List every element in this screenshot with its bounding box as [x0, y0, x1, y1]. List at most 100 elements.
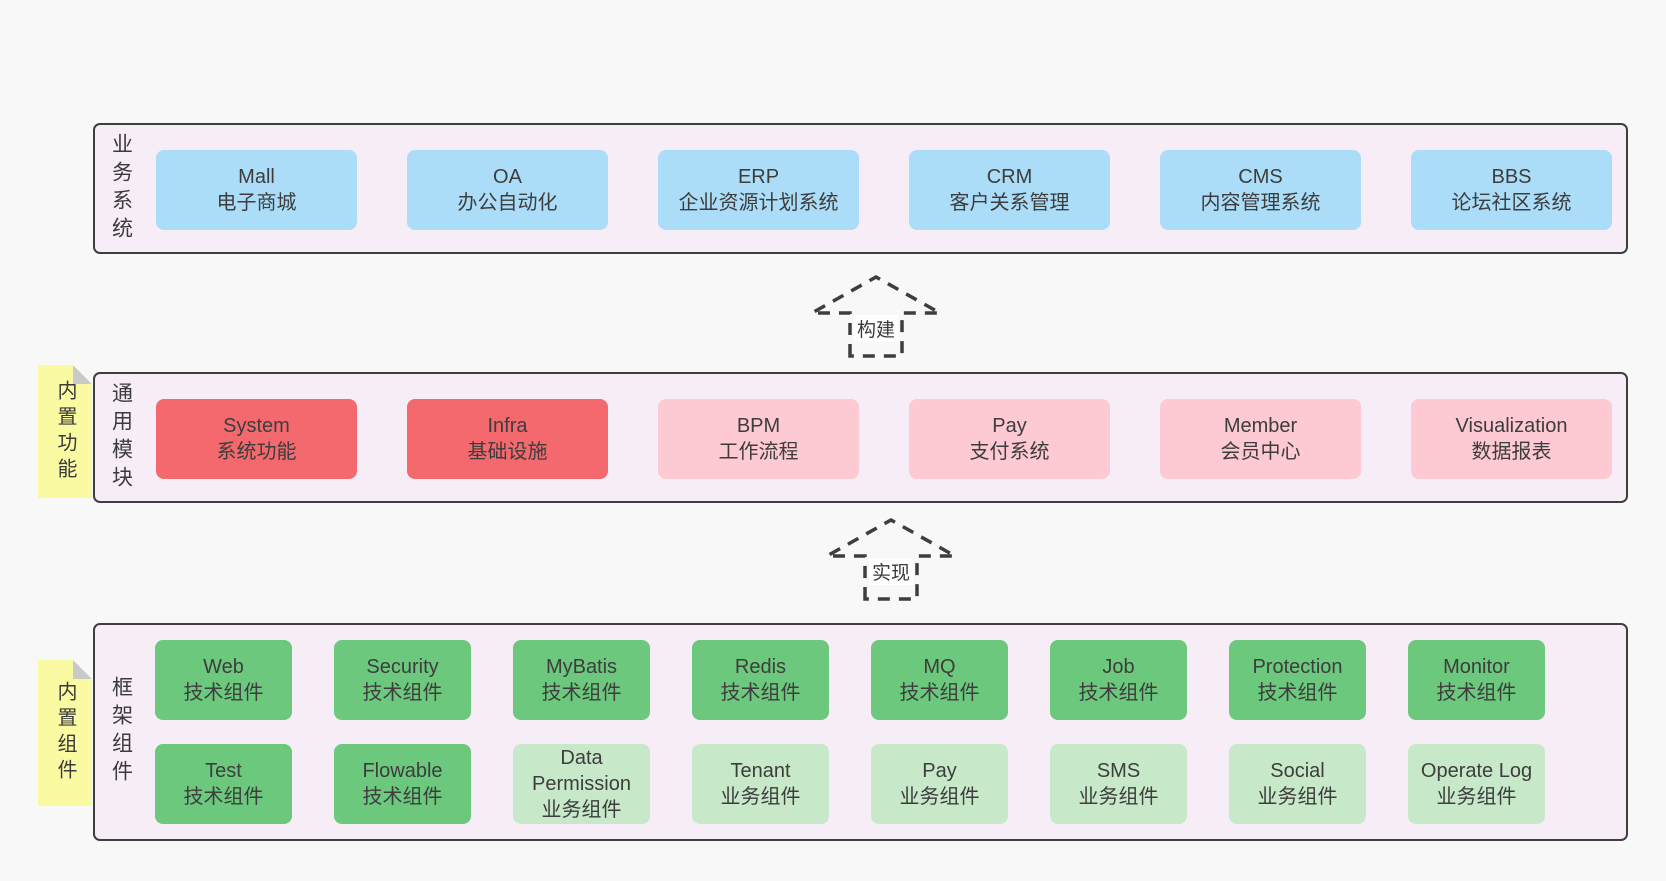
components-row-2: Test 技术组件 Flowable 技术组件 Data Permission …: [155, 744, 1545, 824]
box-desc: 业务组件: [1257, 786, 1338, 808]
box-desc: 技术组件: [720, 682, 801, 704]
box-name: MyBatis: [545, 656, 618, 678]
box-name: Security: [366, 656, 439, 678]
box-name: BBS: [1491, 166, 1532, 188]
box-name: Visualization: [1455, 415, 1568, 437]
box-name: Job: [1102, 656, 1135, 678]
box-name: Protection: [1252, 656, 1343, 678]
box-desc: 业务组件: [541, 799, 622, 821]
box-oa: OA 办公自动化: [407, 150, 608, 230]
box-name: Social: [1270, 760, 1325, 782]
box-name: Redis: [734, 656, 787, 678]
box-name: MQ: [923, 656, 956, 678]
box-name: Monitor: [1443, 656, 1510, 678]
box-desc: 电子商城: [216, 192, 297, 214]
box-mall: Mall 电子商城: [156, 150, 357, 230]
box-monitor: Monitor 技术组件: [1408, 640, 1545, 720]
implement-arrow: 实现: [815, 514, 967, 604]
box-name: CRM: [986, 166, 1033, 188]
box-test: Test 技术组件: [155, 744, 292, 824]
box-name: System: [223, 415, 290, 437]
box-desc: 技术组件: [183, 786, 264, 808]
box-bpm: BPM 工作流程: [658, 399, 859, 479]
framework-components-panel: 框架组件 Web 技术组件 Security 技术组件 MyBatis 技术组件…: [93, 623, 1628, 841]
box-name: CMS: [1238, 166, 1283, 188]
box-name: SMS: [1096, 760, 1141, 782]
box-desc: 技术组件: [1436, 682, 1517, 704]
box-desc: 论坛社区系统: [1451, 192, 1572, 214]
folded-corner: [73, 660, 92, 679]
box-name: Data Permission: [532, 747, 631, 795]
box-social: Social 业务组件: [1229, 744, 1366, 824]
box-name: Web: [203, 656, 244, 678]
box-desc: 技术组件: [1257, 682, 1338, 704]
components-panel-label: 框架组件: [109, 676, 133, 788]
box-name: Pay: [922, 760, 957, 782]
business-systems-panel: 业务系统 Mall 电子商城 OA 办公自动化 ERP 企业资源计划系统 CRM…: [93, 123, 1628, 254]
box-desc: 业务组件: [720, 786, 801, 808]
box-name: ERP: [737, 166, 780, 188]
box-desc: 业务组件: [899, 786, 980, 808]
business-boxes-row: Mall 电子商城 OA 办公自动化 ERP 企业资源计划系统 CRM 客户关系…: [156, 150, 1612, 230]
box-desc: 工作流程: [718, 441, 799, 463]
box-name: OA: [493, 166, 522, 188]
box-erp: ERP 企业资源计划系统: [658, 150, 859, 230]
box-tenant: Tenant 业务组件: [692, 744, 829, 824]
dashed-up-arrow-icon: [820, 517, 962, 601]
box-desc: 技术组件: [362, 786, 443, 808]
box-desc: 业务组件: [1078, 786, 1159, 808]
box-name: Tenant: [730, 760, 791, 782]
implement-arrow-label: 实现: [868, 558, 914, 585]
sticky-label: 内置组件: [54, 681, 76, 785]
box-job: Job 技术组件: [1050, 640, 1187, 720]
box-desc: 企业资源计划系统: [678, 192, 839, 214]
box-security: Security 技术组件: [334, 640, 471, 720]
folded-corner: [73, 365, 92, 384]
box-name: Test: [205, 760, 242, 782]
box-bbs: BBS 论坛社区系统: [1411, 150, 1612, 230]
box-sms: SMS 业务组件: [1050, 744, 1187, 824]
box-protection: Protection 技术组件: [1229, 640, 1366, 720]
box-redis: Redis 技术组件: [692, 640, 829, 720]
business-panel-label: 业务系统: [109, 132, 133, 245]
sticky-note-builtin-components: 内置组件: [38, 660, 92, 806]
box-operate-log: Operate Log 业务组件: [1408, 744, 1545, 824]
box-pay: Pay 支付系统: [909, 399, 1110, 479]
box-visualization: Visualization 数据报表: [1411, 399, 1612, 479]
box-data-permission: Data Permission 业务组件: [513, 744, 650, 824]
box-crm: CRM 客户关系管理: [909, 150, 1110, 230]
box-desc: 办公自动化: [457, 192, 558, 214]
box-desc: 客户关系管理: [949, 192, 1070, 214]
box-desc: 内容管理系统: [1200, 192, 1321, 214]
box-name: BPM: [736, 415, 781, 437]
modules-panel-label: 通用模块: [109, 381, 133, 494]
components-row-1: Web 技术组件 Security 技术组件 MyBatis 技术组件 Redi…: [155, 640, 1545, 720]
common-modules-panel: 通用模块 System 系统功能 Infra 基础设施 BPM 工作流程 Pay…: [93, 372, 1628, 503]
dashed-up-arrow-icon: [805, 274, 947, 358]
box-desc: 基础设施: [467, 441, 548, 463]
box-desc: 会员中心: [1220, 441, 1301, 463]
box-infra: Infra 基础设施: [407, 399, 608, 479]
box-name: Member: [1223, 415, 1298, 437]
box-mybatis: MyBatis 技术组件: [513, 640, 650, 720]
box-member: Member 会员中心: [1160, 399, 1361, 479]
build-arrow: 构建: [800, 271, 952, 361]
box-flowable: Flowable 技术组件: [334, 744, 471, 824]
box-desc: 技术组件: [183, 682, 264, 704]
box-desc: 技术组件: [1078, 682, 1159, 704]
box-name: Pay: [992, 415, 1027, 437]
box-mq: MQ 技术组件: [871, 640, 1008, 720]
box-desc: 技术组件: [362, 682, 443, 704]
modules-boxes-row: System 系统功能 Infra 基础设施 BPM 工作流程 Pay 支付系统…: [156, 399, 1612, 479]
sticky-label: 内置功能: [54, 379, 76, 484]
box-desc: 支付系统: [969, 441, 1050, 463]
box-name: Mall: [238, 166, 275, 188]
box-desc: 技术组件: [899, 682, 980, 704]
box-name: Operate Log: [1420, 760, 1533, 782]
box-web: Web 技术组件: [155, 640, 292, 720]
box-desc: 数据报表: [1471, 441, 1552, 463]
box-name: Flowable: [362, 760, 443, 782]
sticky-note-builtin-features: 内置功能: [38, 365, 92, 498]
build-arrow-label: 构建: [853, 315, 899, 342]
